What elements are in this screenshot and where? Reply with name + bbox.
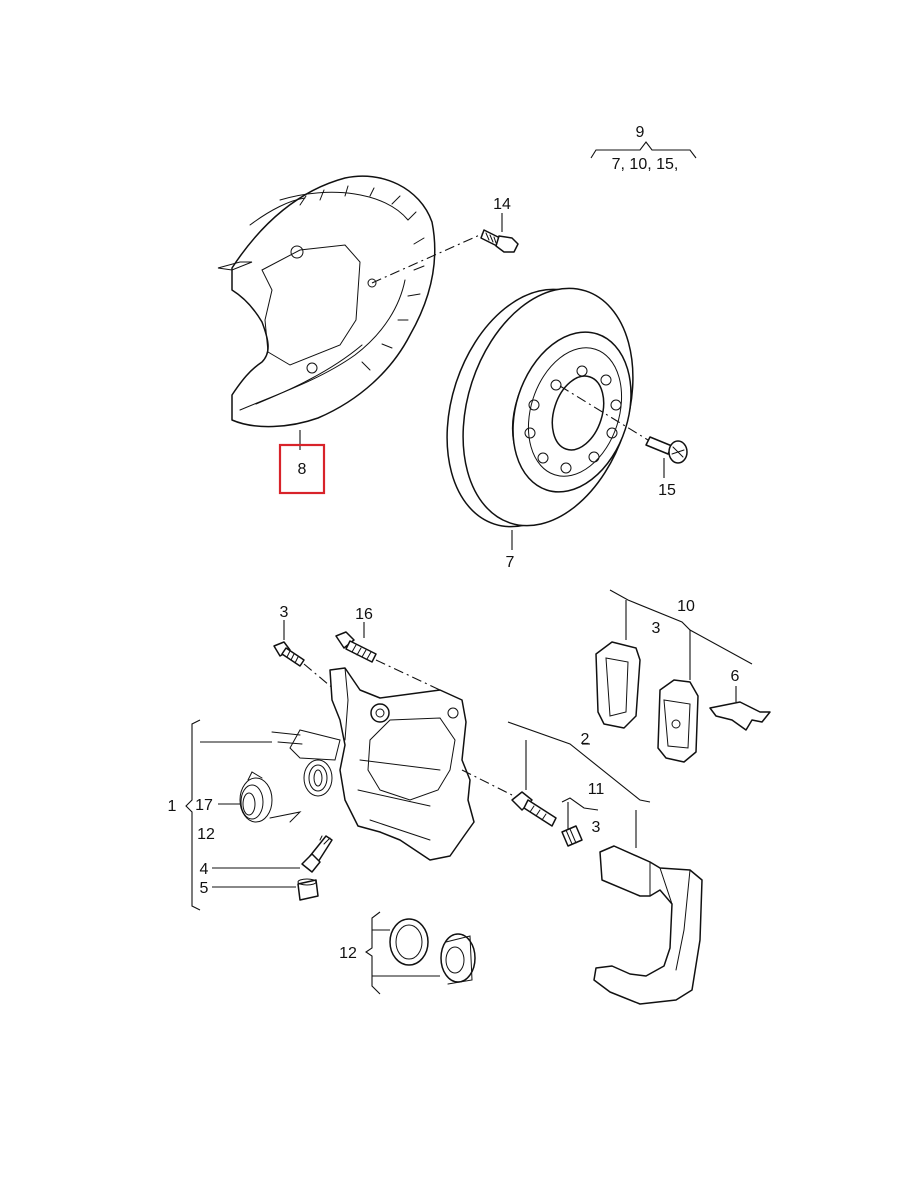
bushing[interactable] bbox=[561, 825, 583, 847]
brace-group-11 bbox=[561, 797, 599, 811]
label-6: 6 bbox=[731, 668, 740, 685]
label-8[interactable]: 8 bbox=[298, 461, 307, 478]
brake-caliper-part-1[interactable] bbox=[271, 667, 475, 861]
label-11: 11 bbox=[588, 781, 605, 798]
label-3-upper: 3 bbox=[280, 604, 289, 621]
coil-on-caliper bbox=[303, 759, 333, 797]
brake-disc-part-7[interactable] bbox=[418, 266, 662, 549]
dust-shield-part-8[interactable] bbox=[217, 175, 436, 428]
label-5: 5 bbox=[200, 880, 209, 897]
label-12-kit: 12 bbox=[339, 945, 357, 962]
label-16: 16 bbox=[355, 606, 373, 623]
label-14: 14 bbox=[493, 196, 511, 213]
piston-boot-part-12[interactable] bbox=[440, 933, 476, 985]
screw-part-15[interactable] bbox=[645, 436, 688, 464]
label-4: 4 bbox=[200, 861, 209, 878]
label-17: 17 bbox=[195, 797, 213, 814]
bolt-part-14[interactable] bbox=[480, 229, 519, 253]
spring-part-17[interactable] bbox=[239, 771, 302, 823]
guide-pin-part-11[interactable] bbox=[511, 791, 557, 827]
clip-part-6[interactable] bbox=[709, 701, 771, 731]
brace-group-2 bbox=[507, 721, 651, 803]
brace-group-1 bbox=[185, 719, 201, 911]
label-10: 10 bbox=[677, 598, 695, 615]
label-2: 2 bbox=[581, 731, 590, 748]
brace-group-10 bbox=[609, 589, 753, 665]
bolt-part-16[interactable] bbox=[335, 631, 377, 663]
label-1: 1 bbox=[168, 798, 177, 815]
label-9-items: 7, 10, 15, bbox=[612, 156, 679, 173]
brake-pad-inner[interactable] bbox=[657, 679, 699, 763]
bolt-part-3-upper[interactable] bbox=[273, 641, 305, 667]
label-3-pads: 3 bbox=[652, 620, 661, 637]
label-3-guide: 3 bbox=[592, 819, 601, 836]
caliper-carrier[interactable] bbox=[593, 845, 703, 1005]
brake-pad-outer[interactable] bbox=[595, 641, 641, 729]
seal-ring-part-12[interactable] bbox=[389, 918, 429, 966]
cap-part-5[interactable] bbox=[297, 878, 319, 901]
label-7: 7 bbox=[506, 554, 515, 571]
label-9: 9 bbox=[636, 124, 645, 141]
label-15: 15 bbox=[658, 482, 676, 499]
bleeder-valve-part-4[interactable] bbox=[301, 835, 333, 873]
highlight-box-part-8 bbox=[278, 443, 326, 495]
bracket-9 bbox=[590, 141, 697, 159]
brace-group-12 bbox=[365, 911, 381, 995]
label-12-caliper: 12 bbox=[197, 826, 215, 843]
